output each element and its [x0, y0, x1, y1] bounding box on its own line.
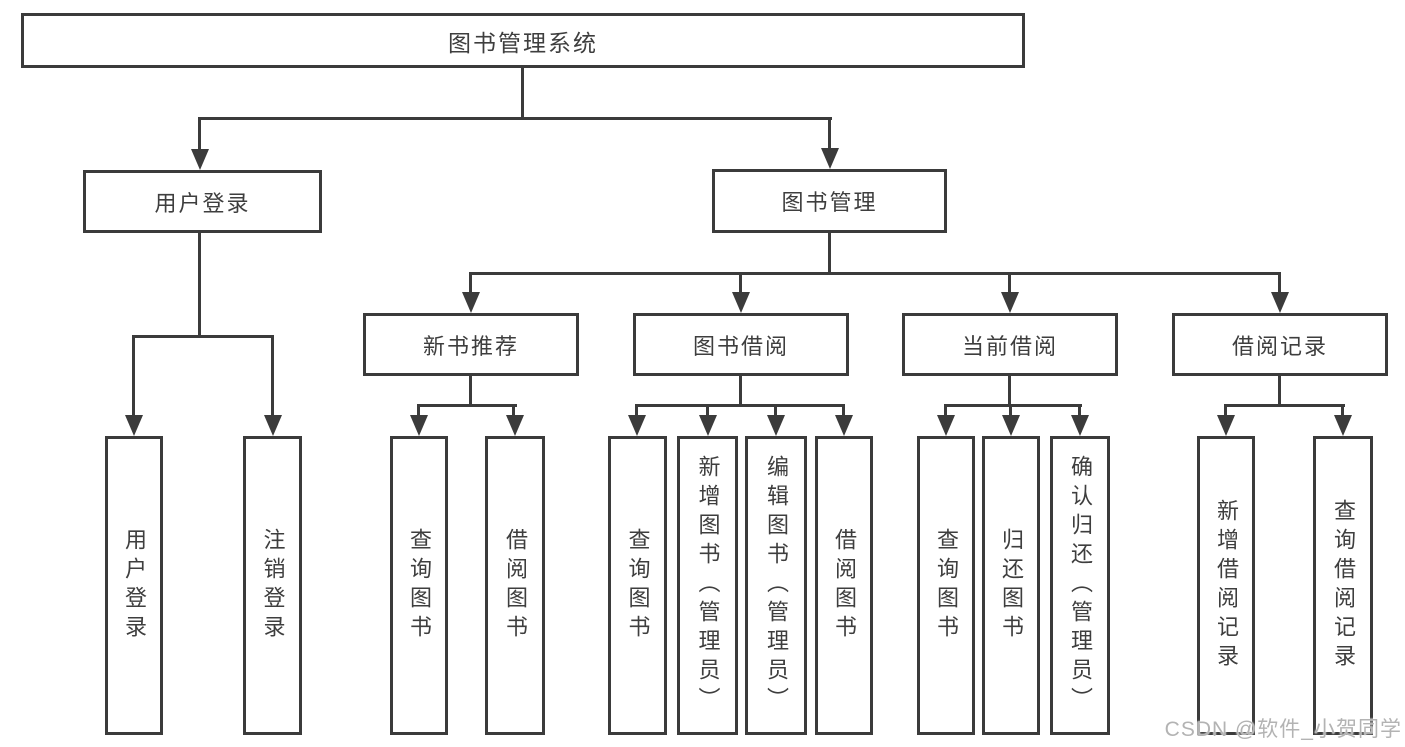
- connector-line: [706, 404, 709, 415]
- connector-line: [512, 404, 515, 415]
- arrow-down-icon: [1217, 415, 1235, 436]
- connector-line: [1008, 272, 1011, 292]
- arrow-down-icon: [699, 415, 717, 436]
- arrow-down-icon: [1271, 292, 1289, 313]
- node-leaf-br-query-record: 查询借阅记录: [1313, 436, 1373, 735]
- connector-line: [635, 404, 638, 415]
- node-leaf-bb-add-books-admin: 新增图书（管理员）: [677, 436, 738, 735]
- connector-line: [1224, 404, 1227, 415]
- node-borrowing-records: 借阅记录: [1172, 313, 1388, 376]
- node-leaf-rec-query-books: 查询图书: [390, 436, 448, 735]
- connector-line: [1278, 272, 1281, 292]
- node-library-management-system: 图书管理系统: [21, 13, 1025, 68]
- connector-line: [1224, 404, 1345, 407]
- node-user-login: 用户登录: [83, 170, 322, 233]
- arrow-down-icon: [410, 415, 428, 436]
- node-leaf-br-add-record: 新增借阅记录: [1197, 436, 1255, 735]
- connector-line: [828, 117, 831, 148]
- connector-line: [944, 404, 1082, 407]
- connector-line: [1008, 376, 1011, 406]
- connector-line: [198, 117, 832, 120]
- arrow-down-icon: [937, 415, 955, 436]
- node-new-book-recommendation: 新书推荐: [363, 313, 579, 376]
- connector-line: [842, 404, 845, 415]
- connector-line: [521, 68, 524, 119]
- node-book-management: 图书管理: [712, 169, 947, 233]
- connector-line: [417, 404, 517, 407]
- arrow-down-icon: [1001, 292, 1019, 313]
- node-current-borrowing: 当前借阅: [902, 313, 1118, 376]
- connector-line: [1078, 404, 1081, 415]
- connector-line: [132, 335, 135, 415]
- node-leaf-rec-borrow-books: 借阅图书: [485, 436, 545, 735]
- arrow-down-icon: [821, 148, 839, 169]
- arrow-down-icon: [264, 415, 282, 436]
- connector-line: [417, 404, 420, 415]
- arrow-down-icon: [628, 415, 646, 436]
- connector-line: [1341, 404, 1344, 415]
- arrow-down-icon: [125, 415, 143, 436]
- connector-line: [132, 335, 274, 338]
- connector-line: [944, 404, 947, 415]
- arrow-down-icon: [767, 415, 785, 436]
- node-leaf-cb-query-books: 查询图书: [917, 436, 975, 735]
- arrow-down-icon: [1002, 415, 1020, 436]
- node-leaf-bb-edit-books-admin: 编辑图书（管理员）: [745, 436, 807, 735]
- connector-line: [1278, 376, 1281, 406]
- arrow-down-icon: [1334, 415, 1352, 436]
- connector-line: [635, 404, 845, 407]
- node-leaf-user-login: 用户登录: [105, 436, 163, 735]
- connector-line: [198, 117, 201, 149]
- node-book-borrowing: 图书借阅: [633, 313, 849, 376]
- connector-line: [828, 233, 831, 274]
- node-leaf-bb-borrow-books: 借阅图书: [815, 436, 873, 735]
- connector-line: [774, 404, 777, 415]
- watermark: CSDN @软件_小贺同学: [1164, 718, 1402, 741]
- connector-line: [198, 233, 201, 337]
- arrow-down-icon: [462, 292, 480, 313]
- node-leaf-cb-return-books: 归还图书: [982, 436, 1040, 735]
- connector-line: [469, 376, 472, 406]
- connector-line: [271, 335, 274, 415]
- node-leaf-logout: 注销登录: [243, 436, 302, 735]
- node-leaf-cb-confirm-return-admin: 确认归还（管理员）: [1050, 436, 1110, 735]
- node-leaf-bb-query-books: 查询图书: [608, 436, 667, 735]
- arrow-down-icon: [1071, 415, 1089, 436]
- connector-line: [469, 272, 1281, 275]
- connector-line: [1009, 404, 1012, 415]
- arrow-down-icon: [835, 415, 853, 436]
- connector-line: [469, 272, 472, 292]
- connector-line: [739, 272, 742, 292]
- arrow-down-icon: [191, 149, 209, 170]
- connector-line: [739, 376, 742, 406]
- arrow-down-icon: [732, 292, 750, 313]
- arrow-down-icon: [506, 415, 524, 436]
